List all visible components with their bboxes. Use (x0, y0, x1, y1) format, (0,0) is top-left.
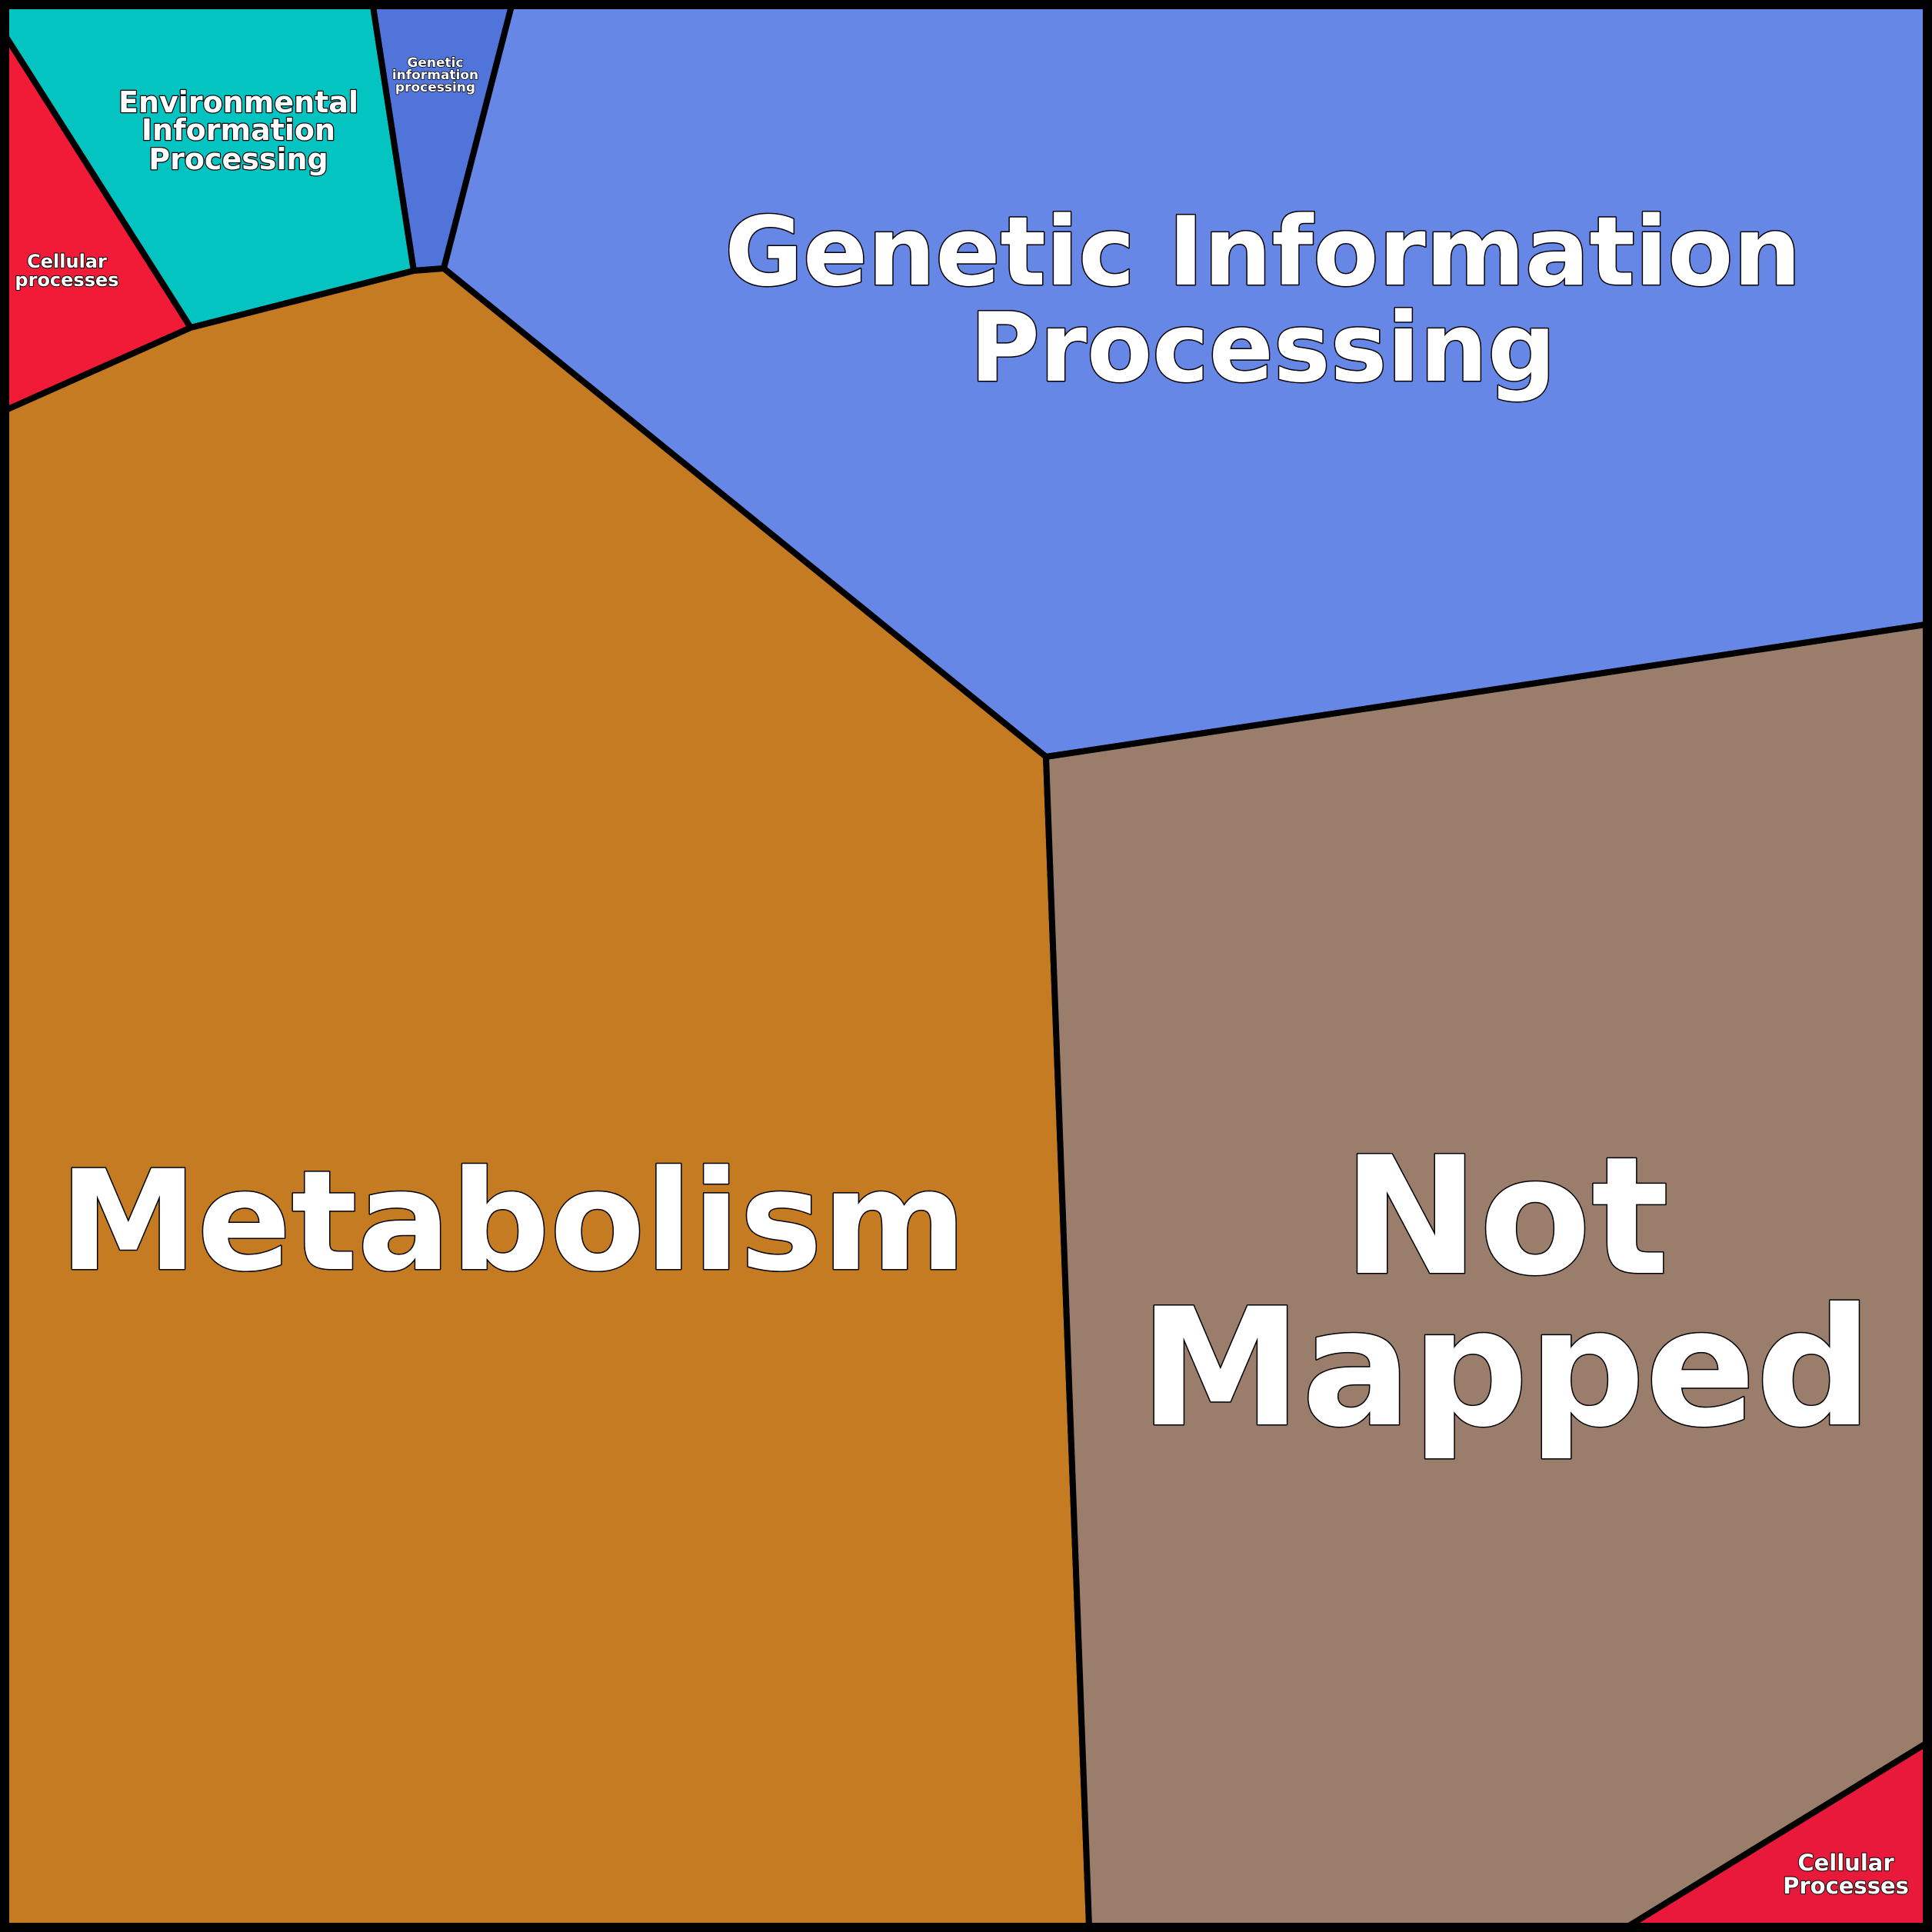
label-not-mapped: Not (1343, 1121, 1669, 1311)
label-genetic-information-processing-small: information (392, 68, 478, 83)
label-genetic-information-processing-small: processing (395, 80, 475, 95)
label-genetic-information-processing: Genetic Information (724, 197, 1801, 308)
label-not-mapped: Mapped (1139, 1273, 1872, 1463)
label-genetic-information-processing-small: Genetic (407, 55, 463, 71)
label-environmental-information-processing: Processing (148, 142, 328, 176)
label-cellular-processes-tl: processes (15, 269, 118, 291)
label-cellular-processes-br: Processes (1783, 1873, 1909, 1899)
label-environmental-information-processing: Information (142, 113, 335, 147)
label-environmental-information-processing: Environmental (118, 85, 358, 119)
label-cellular-processes-br: Cellular (1797, 1850, 1894, 1876)
label-metabolism: Metabolism (59, 1141, 966, 1302)
label-genetic-information-processing: Processing (970, 293, 1556, 404)
label-cellular-processes-tl: Cellular (27, 251, 107, 272)
